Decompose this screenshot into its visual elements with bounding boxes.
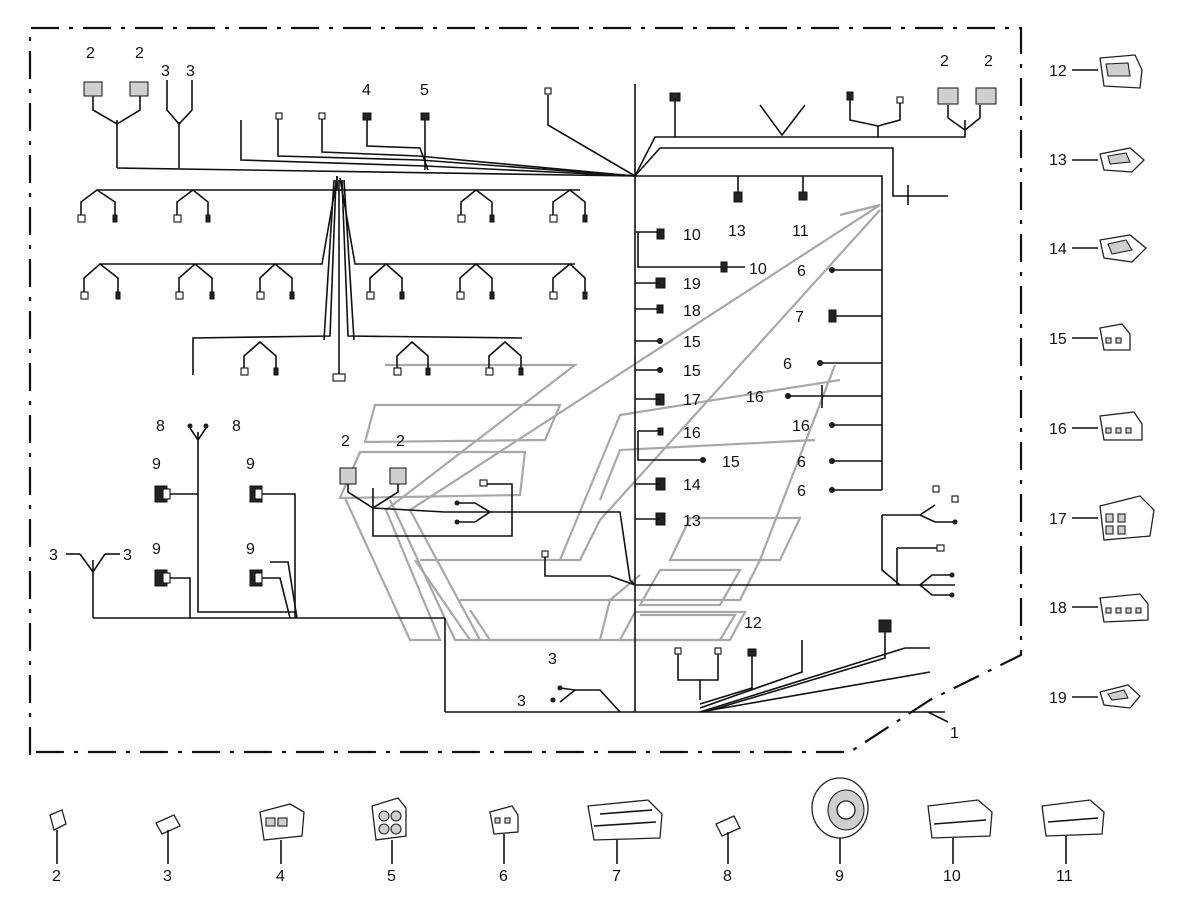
callout-label: 8 [156,418,165,435]
callout-label: 3 [517,693,526,710]
callout-label: 13 [728,223,746,240]
svg-text:10: 10 [943,868,961,885]
callout-label: 10 [683,227,701,244]
legend-item-10: 10 [927,799,993,885]
callout-label: 3 [49,547,58,564]
svg-text:11: 11 [1056,868,1073,885]
callout-label: 6 [797,454,806,471]
svg-text:8: 8 [723,868,732,885]
callout-label: 14 [683,477,701,494]
svg-text:13: 13 [1049,152,1067,169]
harness-leader-line [927,711,949,723]
svg-text:7: 7 [612,868,621,885]
callout-label: 15 [683,334,701,351]
harness-label: 1 [950,725,959,742]
callout-label: 17 [683,392,701,409]
legend-item-2: 2 [49,809,67,885]
callout-label: 19 [683,276,701,293]
callout-label: 11 [792,223,809,240]
legend-item-16: 16 [1049,411,1143,441]
legend-item-8: 8 [715,815,741,885]
callout-label: 10 [749,261,767,278]
callout-label: 7 [795,309,804,326]
legend-item-9: 9 [811,777,869,885]
svg-text:16: 16 [1049,421,1067,438]
legend-item-3: 3 [155,814,181,885]
svg-text:19: 19 [1049,690,1067,707]
callout-label: 18 [683,303,701,320]
callout-label: 3 [123,547,132,564]
legend-item-17: 17 [1049,495,1155,541]
harness-wires [92,84,981,713]
svg-text:5: 5 [387,868,396,885]
legend-item-13: 13 [1049,147,1145,173]
callout-label: 16 [746,389,764,406]
legend-bottom: 2 3 4 5 6 [49,777,1105,885]
callout-label: 3 [186,63,195,80]
svg-text:3: 3 [163,868,172,885]
callout-label: 4 [362,82,371,99]
callout-label: 15 [683,363,701,380]
callout-label: 9 [246,456,255,473]
callout-label: 9 [152,456,161,473]
callout-label: 2 [135,45,144,62]
legend-item-11: 11 [1041,799,1105,885]
chassis-outline [338,203,881,642]
svg-text:17: 17 [1049,511,1067,528]
svg-text:14: 14 [1049,241,1067,258]
callout-labels: 2 2 3 3 4 5 2 2 13 11 10 10 19 18 15 15 … [49,45,993,710]
callout-label: 13 [683,513,701,530]
svg-text:9: 9 [835,868,844,885]
callout-label: 2 [940,53,949,70]
legend-item-4: 4 [259,803,305,885]
callout-label: 9 [152,541,161,558]
legend-item-12: 12 [1049,54,1143,89]
harness-boundary-frame [28,26,1023,755]
svg-text:15: 15 [1049,331,1067,348]
callout-label: 9 [246,541,255,558]
legend-right: 12 13 14 15 16 [1049,54,1155,709]
callout-label: 8 [232,418,241,435]
svg-text:18: 18 [1049,600,1067,617]
callout-label: 3 [548,651,557,668]
callout-label: 16 [792,418,810,435]
legend-item-7: 7 [587,799,663,885]
legend-item-19: 19 [1049,684,1141,709]
callout-label: 6 [797,263,806,280]
callout-label: 16 [683,425,701,442]
callout-label: 2 [341,433,350,450]
svg-text:12: 12 [1049,63,1067,80]
svg-text:2: 2 [52,868,61,885]
callout-label: 5 [420,82,429,99]
svg-text:4: 4 [276,868,285,885]
callout-label: 2 [86,45,95,62]
callout-label: 6 [797,483,806,500]
callout-label: 2 [984,53,993,70]
legend-item-14: 14 [1049,234,1147,263]
callout-label: 12 [744,615,762,632]
legend-item-15: 15 [1049,323,1131,351]
callout-label: 3 [161,63,170,80]
legend-item-6: 6 [489,805,519,885]
legend-item-5: 5 [371,797,407,885]
callout-label: 15 [722,454,740,471]
harness-connectors [66,80,997,703]
callout-label: 6 [783,356,792,373]
svg-text:6: 6 [499,868,508,885]
callout-label: 2 [396,433,405,450]
legend-item-18: 18 [1049,593,1149,623]
